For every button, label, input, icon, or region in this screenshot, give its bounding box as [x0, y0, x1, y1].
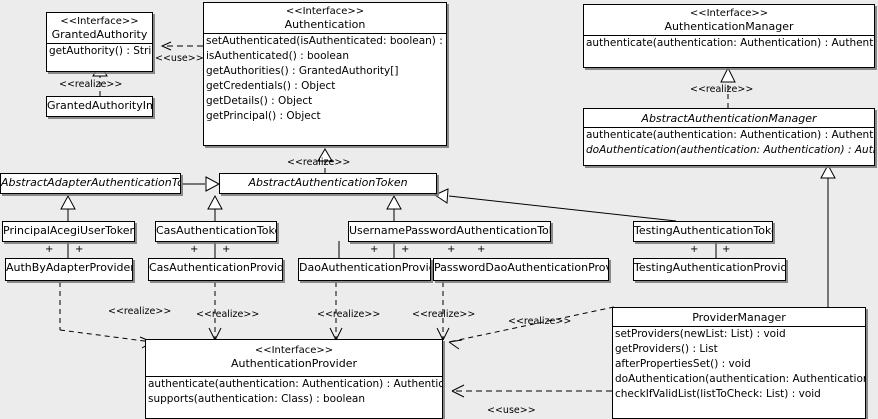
class-name: AbstractAdapterAuthenticationToken [1, 176, 180, 189]
class-header: ProviderManager [613, 308, 865, 326]
stereotype-label: <<Interface>> [689, 8, 769, 19]
method-list: authenticate(authentication: Authenticat… [584, 128, 874, 158]
method-list: setAuthenticated(isAuthenticated: boolea… [204, 34, 446, 124]
class-username-password-authentication-token[interactable]: UsernamePasswordAuthenticationToken [348, 221, 551, 242]
association-marker: + [690, 244, 699, 255]
class-provider-manager[interactable]: ProviderManager setProviders(newList: Li… [612, 307, 866, 419]
class-abstract-adapter-authentication-token[interactable]: AbstractAdapterAuthenticationToken [0, 173, 181, 194]
stereotype-label: <<Interface>> [254, 345, 334, 356]
class-granted-authority[interactable]: <<Interface>> GrantedAuthority getAuthor… [46, 12, 153, 72]
class-name: AuthByAdapterProvider [6, 261, 133, 274]
class-name: DaoAuthenticationProvider [299, 261, 430, 274]
class-dao-authentication-provider[interactable]: DaoAuthenticationProvider [298, 258, 431, 281]
edge-label-realize-granted-authority-impl: <<realize>> [59, 79, 123, 90]
class-name: PrincipalAcegiUserToken [3, 224, 135, 237]
association-marker: + [190, 244, 199, 255]
method-item: supports(authentication: Class) : boolea… [148, 393, 365, 405]
method-item: getPrincipal() : Object [206, 110, 321, 122]
class-name: AbstractAuthenticationManager [641, 112, 817, 125]
class-auth-by-adapter-provider[interactable]: AuthByAdapterProvider [5, 258, 133, 281]
class-name: PasswordDaoAuthenticationProvider [434, 261, 608, 274]
class-header: <<Interface>> AuthenticationProvider [146, 340, 442, 372]
method-item: setAuthenticated(isAuthenticated: boolea… [206, 35, 447, 47]
association-marker: + [45, 244, 54, 255]
method-item: checkIfValidList(listToCheck: List) : vo… [615, 388, 821, 400]
method-item: doAuthentication(authentication: Authent… [586, 144, 874, 156]
class-principal-acegi-user-token[interactable]: PrincipalAcegiUserToken [2, 221, 135, 242]
class-cas-authentication-provider[interactable]: CasAuthenticationProvider [148, 258, 283, 281]
class-granted-authority-impl[interactable]: GrantedAuthorityImpl [46, 96, 153, 117]
edge-label-realize-provider-manager: <<realize>> [508, 316, 572, 327]
class-header: <<Interface>> GrantedAuthority [47, 13, 152, 43]
method-item: setProviders(newList: List) : void [615, 328, 786, 340]
edge-label-realize-abstract-authentication-manager: <<realize>> [690, 84, 754, 95]
class-name: GrantedAuthorityImpl [47, 99, 152, 112]
association-marker: + [75, 244, 84, 255]
class-abstract-authentication-token[interactable]: AbstractAuthenticationToken [219, 173, 437, 194]
divider [584, 127, 874, 128]
divider [584, 35, 874, 36]
edge-label-use-authentication-granted-authority: <<use>> [155, 53, 204, 64]
divider [204, 33, 446, 34]
stereotype-label: <<Interface>> [60, 16, 139, 27]
edge-label-realize-password-dao-authentication-provider: <<realize>> [412, 309, 476, 320]
class-name: Authentication [284, 18, 366, 31]
class-name: UsernamePasswordAuthenticationToken [349, 224, 551, 237]
class-name: GrantedAuthority [51, 28, 148, 41]
edge-label-realize-auth-by-adapter-provider: <<realize>> [108, 306, 172, 317]
association-marker: + [222, 244, 231, 255]
method-item: getProviders() : List [615, 343, 718, 355]
class-authentication[interactable]: <<Interface>> Authentication setAuthenti… [203, 2, 447, 146]
association-marker: + [447, 244, 456, 255]
class-testing-authentication-token[interactable]: TestingAuthenticationToken [633, 221, 773, 242]
association-marker: + [477, 244, 486, 255]
method-item: authenticate(authentication: Authenticat… [586, 37, 874, 49]
edge-label-realize-abstract-authentication-token: <<realize>> [287, 157, 351, 168]
method-item: getDetails() : Object [206, 95, 313, 107]
class-name: TestingAuthenticationToken [634, 224, 773, 237]
class-header: <<Interface>> Authentication [204, 3, 446, 33]
association-marker: + [370, 244, 379, 255]
method-item: getAuthorities() : GrantedAuthority[] [206, 65, 399, 77]
method-list: getAuthority() : String [47, 44, 152, 59]
method-item: isAuthenticated() : boolean [206, 50, 349, 62]
method-item: authenticate(authentication: Authenticat… [148, 378, 443, 390]
class-password-dao-authentication-provider[interactable]: PasswordDaoAuthenticationProvider [433, 258, 609, 281]
method-item: getAuthority() : String [49, 45, 152, 57]
association-marker: + [722, 244, 731, 255]
class-name: ProviderManager [692, 311, 786, 324]
edge-label-realize-dao-authentication-provider: <<realize>> [317, 309, 381, 320]
class-name: AbstractAuthenticationToken [248, 176, 408, 189]
class-authentication-manager[interactable]: <<Interface>> AuthenticationManager auth… [583, 4, 875, 68]
class-name: AuthenticationProvider [230, 357, 358, 370]
class-name: AuthenticationManager [664, 20, 794, 33]
method-item: getCredentials() : Object [206, 80, 336, 92]
method-item: doAuthentication(authentication: Authent… [615, 373, 866, 385]
divider [613, 326, 865, 327]
class-name: TestingAuthenticationProvider [634, 261, 786, 274]
class-name: CasAuthenticationToken [156, 224, 277, 237]
class-header: AbstractAuthenticationManager [584, 109, 874, 127]
class-cas-authentication-token[interactable]: CasAuthenticationToken [155, 221, 277, 242]
divider [146, 376, 442, 377]
stereotype-label: <<Interface>> [285, 6, 365, 17]
method-list: authenticate(authentication: Authenticat… [146, 377, 442, 407]
method-item: afterPropertiesSet() : void [615, 358, 751, 370]
edge-label-use-provider-manager: <<use>> [487, 405, 536, 416]
divider [47, 43, 152, 44]
class-header: <<Interface>> AuthenticationManager [584, 5, 874, 35]
class-authentication-provider[interactable]: <<Interface>> AuthenticationProvider aut… [145, 339, 443, 419]
method-item: authenticate(authentication: Authenticat… [586, 129, 874, 141]
association-marker: + [401, 244, 410, 255]
class-name: CasAuthenticationProvider [149, 261, 283, 274]
class-abstract-authentication-manager[interactable]: AbstractAuthenticationManager authentica… [583, 108, 875, 166]
method-list: setProviders(newList: List) : void getPr… [613, 327, 865, 402]
method-list: authenticate(authentication: Authenticat… [584, 36, 874, 51]
edge-label-realize-cas-authentication-provider: <<realize>> [196, 309, 260, 320]
class-testing-authentication-provider[interactable]: TestingAuthenticationProvider [633, 258, 786, 281]
